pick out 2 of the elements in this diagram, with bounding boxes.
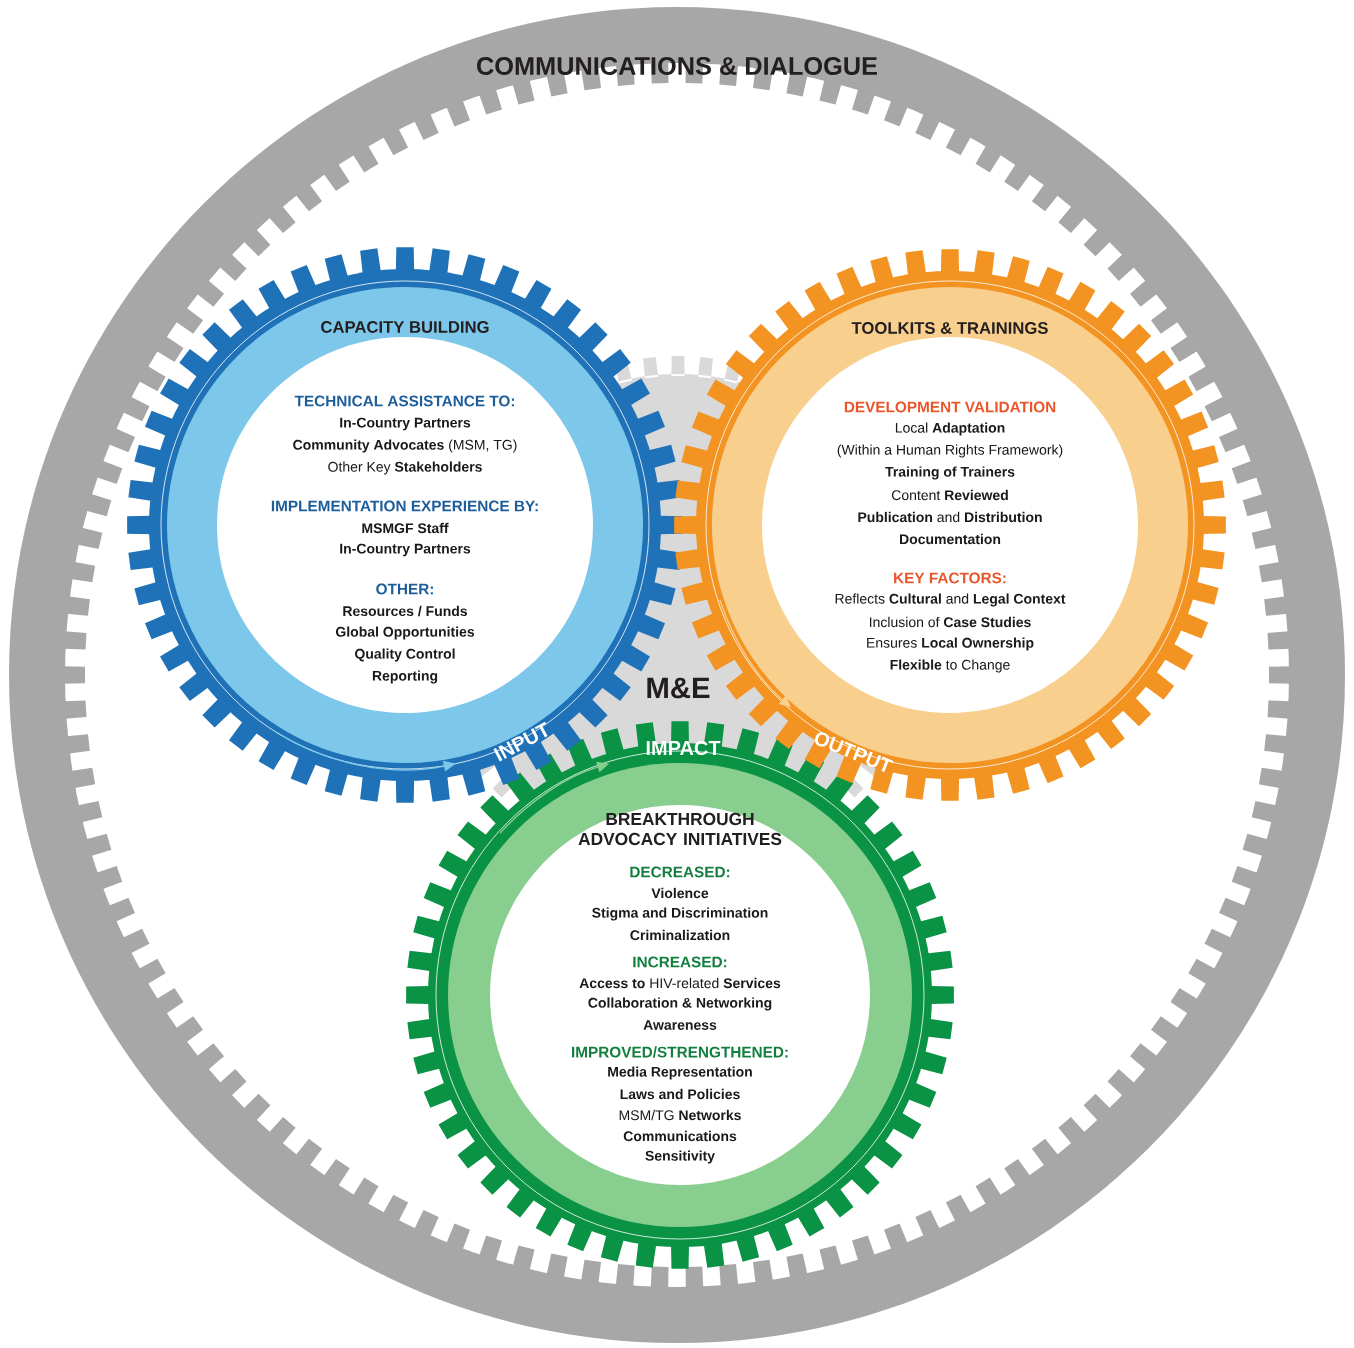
center-label: M&E (647, 677, 710, 699)
ring-title: COMMUNICATIONS & DIALOGUE (477, 57, 877, 75)
